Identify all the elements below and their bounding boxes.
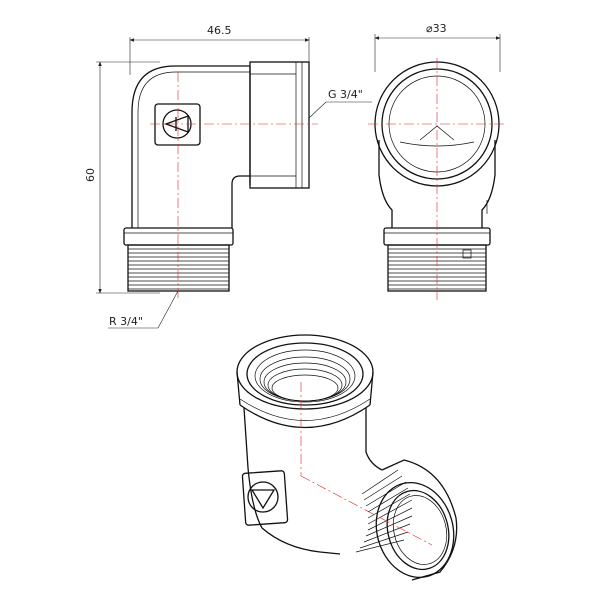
iso-brand-logo-icon: [241, 470, 289, 526]
diameter-dimension: ⌀33: [374, 22, 501, 72]
female-thread-label: G 3/4": [328, 88, 363, 101]
diameter-label: ⌀33: [426, 22, 447, 35]
height-dimension: 60: [84, 61, 160, 294]
iso-female-socket: [236, 334, 374, 429]
male-thread-callout: R 3/4": [108, 290, 179, 329]
brand-logo-icon: [154, 103, 201, 146]
hex-collar: [123, 227, 234, 246]
iso-male-thread: [355, 459, 458, 581]
female-socket: [249, 61, 310, 189]
female-thread-callout: G 3/4": [308, 88, 372, 119]
front-view: 46.5 60: [84, 24, 372, 329]
width-dimension: 46.5: [129, 24, 310, 75]
male-thread-label: R 3/4": [109, 315, 143, 328]
male-thread: [127, 244, 230, 292]
side-view: ⌀33: [368, 22, 506, 300]
width-label: 46.5: [207, 24, 232, 37]
isometric-view: [236, 334, 458, 581]
height-label: 60: [84, 168, 97, 182]
elbow-body-outline: [131, 65, 250, 228]
